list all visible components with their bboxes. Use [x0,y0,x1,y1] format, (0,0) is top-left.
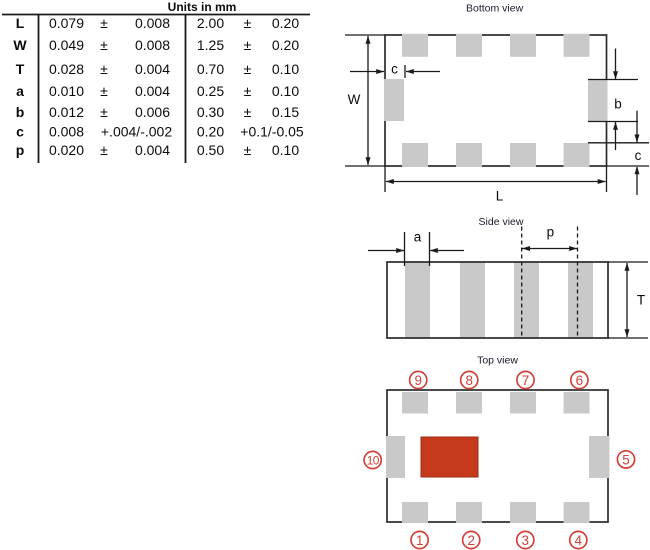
svg-text:±: ± [100,104,108,120]
svg-text:±: ± [100,37,108,53]
svg-text:1.25: 1.25 [197,37,224,53]
svg-text:±: ± [244,83,252,99]
svg-text:Units in mm: Units in mm [168,0,237,14]
svg-text:1: 1 [416,533,424,548]
svg-text:Top view: Top view [477,355,518,367]
svg-text:0.008: 0.008 [135,37,170,53]
svg-text:0.049: 0.049 [49,37,84,53]
svg-text:p: p [16,142,25,158]
svg-text:0.10: 0.10 [272,142,299,158]
svg-text:0.004: 0.004 [135,83,170,99]
svg-text:0.30: 0.30 [197,104,224,120]
svg-text:b: b [16,104,25,120]
svg-text:c: c [391,62,398,77]
svg-text:a: a [16,83,24,99]
svg-text:L: L [496,189,504,204]
svg-text:0.028: 0.028 [49,61,84,77]
svg-text:b: b [614,97,622,112]
svg-text:7: 7 [522,373,530,388]
svg-text:0.004: 0.004 [135,142,170,158]
svg-text:0.25: 0.25 [197,83,224,99]
svg-text:±: ± [100,15,108,31]
svg-text:0.008: 0.008 [135,15,170,31]
svg-text:0.20: 0.20 [272,37,299,53]
svg-text:±: ± [244,61,252,77]
svg-text:3: 3 [522,533,530,548]
svg-text:0.008: 0.008 [49,124,84,140]
svg-text:0.020: 0.020 [49,142,84,158]
svg-text:9: 9 [414,373,422,388]
svg-text:±: ± [244,15,252,31]
svg-text:±: ± [244,104,252,120]
svg-text:0.010: 0.010 [49,83,84,99]
svg-text:8: 8 [465,373,473,388]
svg-text:W: W [13,37,27,53]
svg-text:T: T [637,293,645,308]
svg-text:±: ± [244,37,252,53]
svg-text:c: c [635,148,642,163]
svg-text:0.004: 0.004 [135,61,170,77]
svg-text:0.20: 0.20 [197,124,224,140]
svg-text:4: 4 [575,533,583,548]
svg-text:0.012: 0.012 [49,104,84,120]
svg-text:Bottom view: Bottom view [466,3,524,15]
svg-text:10: 10 [367,454,380,468]
svg-text:±: ± [100,61,108,77]
svg-text:±: ± [100,142,108,158]
svg-text:0.10: 0.10 [272,83,299,99]
svg-text:±: ± [100,83,108,99]
svg-text:Side view: Side view [479,216,524,228]
svg-text:T: T [16,61,25,77]
svg-text:0.079: 0.079 [49,15,84,31]
svg-text:0.006: 0.006 [135,104,170,120]
svg-text:0.10: 0.10 [272,61,299,77]
svg-text:±: ± [244,142,252,158]
svg-text:L: L [16,15,25,31]
svg-text:a: a [414,230,422,245]
svg-text:2: 2 [467,533,475,548]
svg-text:2.00: 2.00 [197,15,224,31]
svg-text:c: c [16,124,24,140]
svg-text:5: 5 [622,452,630,467]
svg-text:0.50: 0.50 [197,142,224,158]
svg-text:W: W [348,92,361,107]
svg-text:p: p [547,225,555,240]
svg-text:0.20: 0.20 [272,15,299,31]
svg-text:+0.1/-0.05: +0.1/-0.05 [240,124,304,140]
svg-text:+.004/-.002: +.004/-.002 [101,124,172,140]
svg-text:0.15: 0.15 [272,104,299,120]
svg-text:0.70: 0.70 [197,61,224,77]
svg-text:6: 6 [576,373,584,388]
